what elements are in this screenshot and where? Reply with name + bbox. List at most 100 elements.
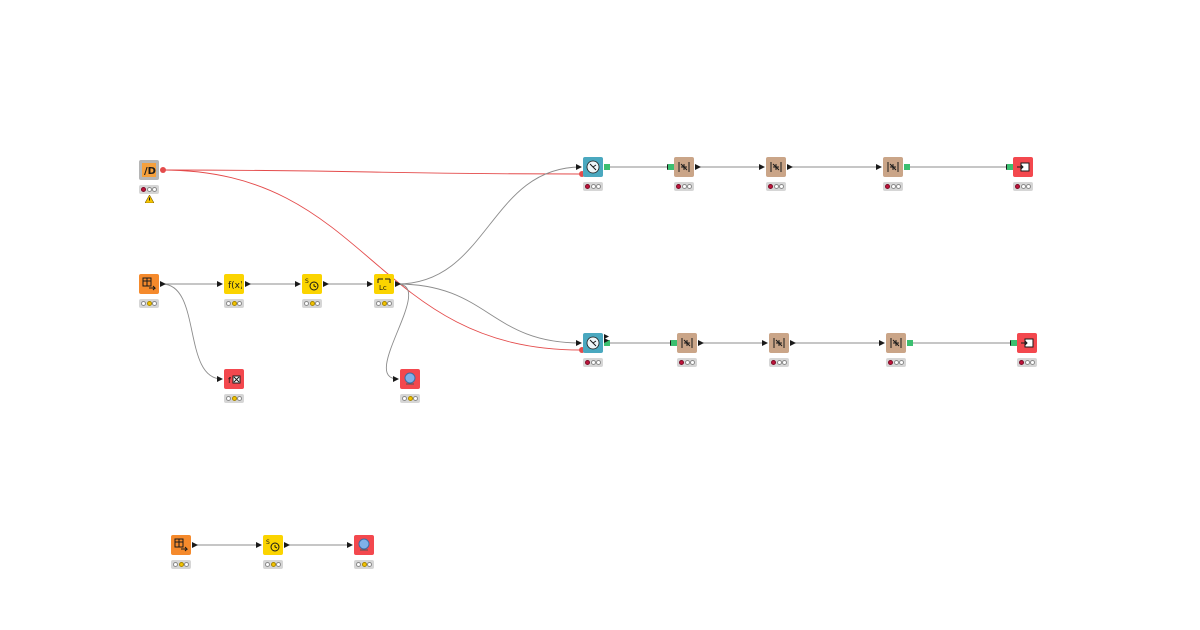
connection-db-connector-to-learner-top[interactable]: [161, 169, 582, 175]
node-column-filter[interactable]: Lc: [374, 274, 394, 294]
input-port-arrow[interactable]: [393, 376, 399, 382]
node-status-indicator: [171, 560, 191, 569]
status-dot-off: [140, 301, 146, 306]
output-port[interactable]: [904, 164, 910, 170]
output-port[interactable]: [787, 164, 793, 170]
status-dot-off: [172, 562, 178, 567]
input-port-arrow[interactable]: [347, 542, 353, 548]
svg-text:S: S: [266, 539, 270, 546]
node-writer-top[interactable]: [1013, 157, 1033, 177]
input-port-arrow[interactable]: [876, 164, 882, 170]
node-predictor-bottom-2[interactable]: [769, 333, 789, 353]
input-port-arrow[interactable]: [295, 281, 301, 287]
status-dot-off: [899, 360, 905, 365]
learner-output-port[interactable]: [604, 338, 609, 343]
output-port[interactable]: [604, 164, 610, 170]
status-dot-red: [1018, 360, 1024, 365]
learner-output-port[interactable]: [604, 334, 609, 339]
connection-db-connector-to-learner-bottom[interactable]: [161, 169, 582, 351]
node-table-view[interactable]: [400, 369, 420, 389]
node-table-source-1[interactable]: [139, 274, 159, 294]
warning-icon[interactable]: [144, 188, 155, 207]
node-table-view-2[interactable]: [354, 535, 374, 555]
node-column-expression[interactable]: f(x): [224, 274, 244, 294]
spark-input-port[interactable]: [1011, 340, 1017, 346]
input-port-arrow[interactable]: [762, 340, 768, 346]
node-status-indicator: [302, 299, 322, 308]
node-predictor-top-2[interactable]: [766, 157, 786, 177]
export-icon: [1017, 162, 1030, 172]
status-dot-yellow: [231, 396, 237, 401]
node-learner-bottom[interactable]: [583, 333, 603, 353]
status-dot-off: [375, 301, 381, 306]
predictor-icon: [773, 338, 785, 348]
connection-table-source-1-to-table-writer-1[interactable]: [161, 283, 223, 380]
input-port-arrow[interactable]: [879, 340, 885, 346]
node-table-writer-1[interactable]: f: [224, 369, 244, 389]
node-status-indicator: [677, 358, 697, 367]
status-dot-yellow: [309, 301, 315, 306]
node-status-indicator: [1017, 358, 1037, 367]
node-writer-bottom[interactable]: [1017, 333, 1037, 353]
output-port[interactable]: [604, 340, 610, 346]
output-port[interactable]: [395, 281, 401, 287]
node-string-to-date-2[interactable]: S: [263, 535, 283, 555]
input-port-arrow[interactable]: [217, 281, 223, 287]
status-dot-red: [887, 360, 893, 365]
status-dot-yellow: [361, 562, 367, 567]
spark-input-port[interactable]: [1007, 164, 1013, 170]
node-status-indicator: [886, 358, 906, 367]
connection-column-filter-to-table-view[interactable]: [385, 283, 410, 380]
node-predictor-top-1[interactable]: [674, 157, 694, 177]
output-port[interactable]: [698, 340, 704, 346]
input-port-arrow[interactable]: [759, 164, 765, 170]
status-dot-yellow: [270, 562, 276, 567]
node-predictor-bottom-3[interactable]: [886, 333, 906, 353]
svg-text:f(x): f(x): [228, 281, 242, 291]
node-predictor-top-3[interactable]: [883, 157, 903, 177]
input-port-arrow[interactable]: [217, 376, 223, 382]
spark-input-port[interactable]: [668, 164, 674, 170]
output-port[interactable]: [160, 167, 166, 173]
node-status-indicator: [583, 358, 603, 367]
node-table-source-2[interactable]: [171, 535, 191, 555]
learner-icon: [586, 336, 600, 350]
output-port[interactable]: [695, 164, 701, 170]
predictor-icon: [770, 162, 782, 172]
globe-icon: [358, 538, 370, 551]
status-dot-off: [596, 360, 602, 365]
predictor-icon: [887, 162, 899, 172]
node-predictor-bottom-1[interactable]: [677, 333, 697, 353]
status-dot-off: [1020, 184, 1026, 189]
node-string-to-date[interactable]: S: [302, 274, 322, 294]
status-dot-off: [690, 360, 696, 365]
clock-icon: S: [266, 539, 280, 552]
status-dot-off: [237, 396, 243, 401]
output-port[interactable]: [284, 542, 290, 548]
output-port[interactable]: [160, 281, 166, 287]
output-port[interactable]: [245, 281, 251, 287]
input-port-arrow[interactable]: [576, 340, 582, 346]
status-dot-yellow: [407, 396, 413, 401]
output-port[interactable]: [907, 340, 913, 346]
filter-icon: Lc: [377, 278, 391, 292]
input-port-arrow[interactable]: [367, 281, 373, 287]
node-learner-top[interactable]: [583, 157, 603, 177]
output-port[interactable]: [323, 281, 329, 287]
status-dot-red: [884, 184, 890, 189]
status-dot-off: [681, 184, 687, 189]
output-port[interactable]: [192, 542, 198, 548]
node-status-indicator: [263, 560, 283, 569]
input-port-arrow[interactable]: [576, 164, 582, 170]
node-db-connector[interactable]: /D: [139, 160, 159, 180]
output-port[interactable]: [790, 340, 796, 346]
input-port-arrow[interactable]: [256, 542, 262, 548]
status-dot-off: [590, 360, 596, 365]
connection-column-filter-to-learner-bottom[interactable]: [396, 283, 582, 344]
spark-input-port[interactable]: [671, 340, 677, 346]
status-dot-off: [146, 187, 152, 192]
connection-column-filter-to-learner-top[interactable]: [396, 166, 582, 285]
status-dot-off: [184, 562, 190, 567]
node-status-indicator: [400, 394, 420, 403]
